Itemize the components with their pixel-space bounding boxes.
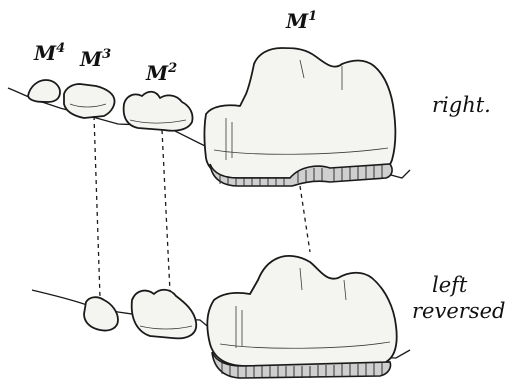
label-m2: M2 [145, 61, 177, 85]
upper-row-teeth [8, 48, 410, 186]
label-m4: M4 [33, 41, 65, 65]
row-label-right: right. [432, 93, 491, 117]
row-label-reversed: reversed [412, 299, 505, 323]
upper-m3-tooth [64, 84, 115, 118]
guide-m1 [300, 186, 310, 252]
row-label-left: left [432, 273, 468, 297]
lower-row-teeth [32, 256, 410, 378]
lower-m3-tooth [84, 297, 118, 330]
lower-m2-tooth [132, 290, 197, 339]
upper-m4-tooth [28, 80, 60, 102]
label-m3: M3 [79, 47, 111, 71]
guide-m2 [162, 130, 170, 292]
upper-m2-tooth [124, 92, 193, 131]
label-m1: M1 [285, 9, 317, 33]
guide-m3 [94, 116, 100, 298]
upper-m1-tooth [205, 48, 396, 178]
